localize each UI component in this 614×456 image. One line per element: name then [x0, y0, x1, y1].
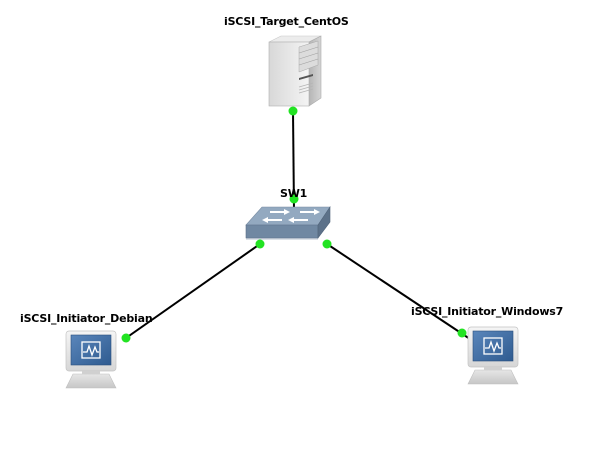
port-up-icon[interactable]	[255, 239, 265, 249]
switch-arrows-icon	[262, 209, 320, 223]
node-label-sw1: SW1	[280, 187, 308, 200]
node-label-target: iSCSI_Target_CentOS	[224, 15, 349, 28]
link-sw1-debian[interactable]	[125, 243, 261, 339]
port-indicators	[121, 106, 467, 343]
port-up-icon[interactable]	[121, 333, 131, 343]
workstation-icon-windows7[interactable]	[467, 326, 519, 385]
port-up-icon[interactable]	[289, 194, 299, 204]
port-up-icon[interactable]	[288, 106, 298, 116]
link-target-sw1[interactable]	[292, 110, 295, 212]
port-up-icon[interactable]	[457, 328, 467, 338]
port-up-icon[interactable]	[322, 239, 332, 249]
links	[125, 110, 471, 340]
node-label-debian: iSCSI_Initiator_Debian	[20, 312, 153, 325]
server-icon[interactable]	[268, 35, 322, 107]
workstation-icon-debian[interactable]	[65, 330, 117, 389]
link-sw1-win7[interactable]	[326, 243, 471, 340]
node-label-win7: iSCSI_Initiator_Windows7	[411, 305, 564, 318]
switch-icon[interactable]	[245, 206, 331, 240]
